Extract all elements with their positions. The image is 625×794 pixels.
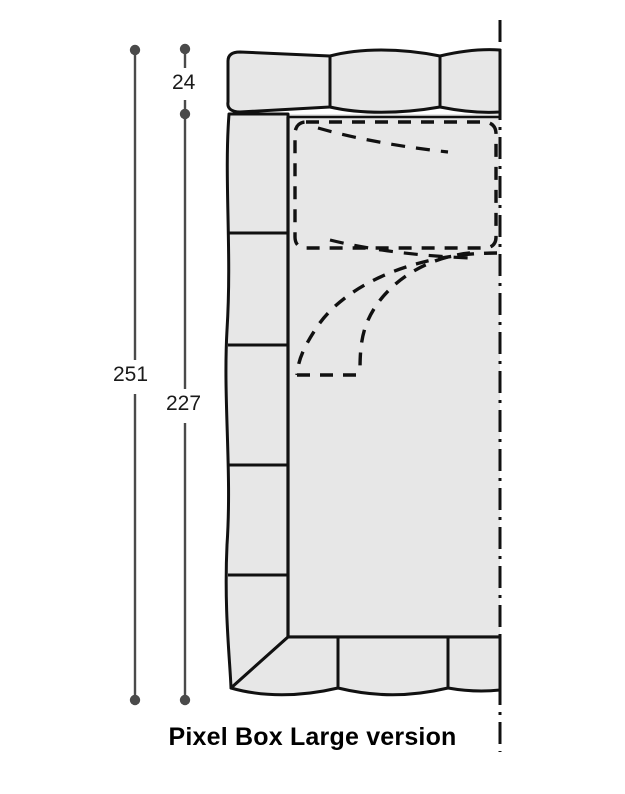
- dimension-endpoint-dot-back-top: [179, 43, 191, 55]
- drawing-caption: Pixel Box Large version: [168, 723, 457, 751]
- dimension-endpoint-dot-top: [129, 44, 141, 56]
- left-armrest-column: [224, 112, 290, 690]
- backrest-cushion-2: [328, 48, 442, 114]
- seat-platform-fill: [225, 114, 500, 688]
- dimension-group-seat-depth: [166, 108, 214, 706]
- dimension-label-total-depth: 251: [113, 363, 149, 386]
- dimension-label-seat-depth: 227: [166, 392, 202, 415]
- dimension-label-back-depth: 24: [172, 71, 196, 94]
- dimension-group-total-depth: [113, 44, 159, 706]
- dimension-label-backing-total: [113, 360, 159, 394]
- dimension-endpoint-dot-seat-bottom: [179, 694, 191, 706]
- loose-cushion-outline: [293, 120, 498, 250]
- dimension-label-backing-seat: [166, 389, 214, 423]
- dimension-group-back-depth: [170, 43, 206, 114]
- dimension-endpoint-dot-bottom: [129, 694, 141, 706]
- swing-arc-inner: [358, 251, 471, 376]
- dimension-label-backing-back: [170, 68, 206, 100]
- backrest-cushion-1: [226, 50, 332, 114]
- front-cushion-2: [336, 635, 450, 697]
- front-cushion-3: [446, 635, 502, 693]
- backrest-cushion-3: [438, 48, 502, 114]
